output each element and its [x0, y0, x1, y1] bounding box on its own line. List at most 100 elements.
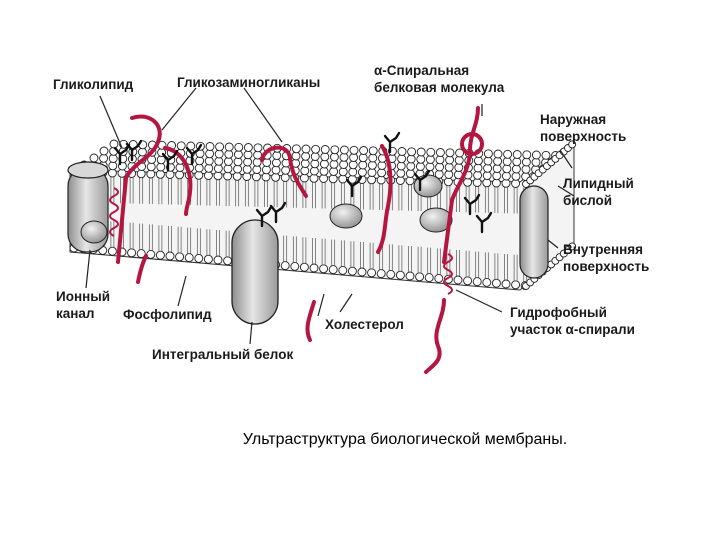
- lipid-head: [357, 167, 367, 177]
- lipid-head: [319, 264, 329, 274]
- carbohydrate-branches: [113, 131, 493, 234]
- lipid-head: [224, 149, 234, 159]
- lipid-head: [176, 141, 186, 151]
- lipid-head: [395, 270, 405, 280]
- lipid-head: [155, 250, 165, 260]
- lipid-head: [482, 178, 492, 188]
- lipid-head: [511, 280, 521, 290]
- lipid-head: [253, 143, 263, 153]
- lipid-head: [493, 149, 503, 159]
- sugar-branch: [161, 149, 179, 172]
- lipid-head: [359, 146, 369, 155]
- lipid-head: [503, 149, 513, 159]
- label-integral-protein: Интегральный белок: [152, 347, 294, 362]
- label-glycosaminoglycans: Гликозаминогликаны: [177, 75, 321, 90]
- lipid-head: [424, 273, 434, 283]
- lipid-head: [368, 146, 378, 156]
- lipid-head: [501, 279, 511, 289]
- lipid-head: [136, 169, 146, 179]
- lipid-head: [377, 168, 387, 178]
- lipid-head: [531, 150, 541, 160]
- lipid-head: [541, 150, 551, 160]
- lipid-head: [184, 253, 194, 263]
- lipid-head: [291, 144, 301, 154]
- lipid-head: [416, 147, 426, 157]
- label-hydrophobic: Гидрофобный участок α-спирали: [510, 304, 635, 338]
- lipid-head: [301, 144, 311, 154]
- label-lipid-bilayer-line2: бислой: [563, 193, 613, 208]
- lipid-head: [405, 271, 415, 281]
- lipid-head: [233, 157, 243, 167]
- label-outer-surface-line1: Наружная: [540, 112, 607, 127]
- label-lipid-bilayer: Липидный бислой: [563, 175, 634, 209]
- lipid-head: [339, 152, 349, 162]
- lipid-head: [243, 143, 253, 152]
- lipid-head: [328, 174, 338, 184]
- sugar-branch: [269, 201, 287, 224]
- lipid-head: [155, 169, 165, 179]
- label-ion-channel-line1: Ионный: [56, 289, 111, 304]
- lipid-head: [329, 159, 339, 169]
- label-glycolipid: Гликолипид: [53, 77, 134, 92]
- lipid-head: [300, 166, 310, 176]
- lipid-head: [339, 145, 349, 155]
- lipid-head: [397, 154, 407, 164]
- label-inner-surface-line2: поверхность: [563, 259, 650, 274]
- lipid-head: [367, 268, 377, 278]
- lipid-head: [501, 178, 511, 188]
- sugar-branch: [383, 131, 401, 154]
- lipid-head: [330, 145, 340, 155]
- lipid-head: [136, 249, 146, 259]
- label-alpha-helix: α-Спиральная белковая молекула: [374, 62, 504, 96]
- lipid-head: [195, 156, 205, 166]
- sugar-branch: [255, 205, 273, 228]
- lipid-head: [473, 170, 483, 180]
- lipid-head: [434, 273, 444, 283]
- lipid-head: [175, 252, 185, 262]
- label-outer-surface-line2: поверхность: [540, 129, 627, 144]
- lipid-head: [224, 142, 234, 152]
- lipid-head: [349, 145, 359, 155]
- lipid-head: [426, 147, 436, 157]
- lipid-head: [502, 164, 512, 174]
- helix-coils: [109, 187, 453, 295]
- lipid-head: [483, 163, 493, 173]
- lipid-head: [455, 148, 465, 158]
- lipid-head: [435, 155, 445, 165]
- lipid-head: [175, 170, 185, 180]
- lipid-head: [463, 276, 473, 286]
- lipid-head: [453, 275, 463, 285]
- lipid-head: [108, 161, 118, 171]
- lipid-head: [396, 168, 406, 178]
- lipid-head: [186, 141, 196, 151]
- sugar-branch: [345, 175, 363, 198]
- lipid-head: [252, 157, 262, 167]
- lipid-head: [205, 149, 215, 159]
- lipid-head: [109, 139, 119, 149]
- lipid-head: [347, 266, 357, 276]
- lipid-head: [531, 157, 541, 167]
- lipid-head: [367, 160, 377, 170]
- lipid-head: [194, 170, 204, 180]
- peripheral-proteins: [80, 174, 453, 244]
- lipid-head: [328, 265, 338, 275]
- lipid-head: [204, 163, 214, 173]
- lipid-head: [493, 156, 503, 166]
- lipid-head: [320, 152, 330, 162]
- lipid-head: [203, 254, 213, 264]
- lipid-head: [165, 251, 175, 261]
- lipid-head: [492, 171, 502, 181]
- lipid-head: [473, 156, 483, 166]
- lipid-head: [107, 246, 117, 256]
- label-ion-channel: Ионный канал: [56, 288, 110, 322]
- membrane-diagram: [67, 87, 577, 374]
- lipid-head: [338, 265, 348, 275]
- lipid-head: [214, 156, 224, 166]
- lipid-head: [215, 142, 225, 152]
- lipid-head: [232, 171, 242, 181]
- lipid-head: [491, 278, 501, 288]
- lipid-head: [280, 261, 290, 271]
- lipid-head: [223, 164, 233, 174]
- lipid-head: [89, 153, 99, 163]
- lipid-head: [213, 255, 223, 265]
